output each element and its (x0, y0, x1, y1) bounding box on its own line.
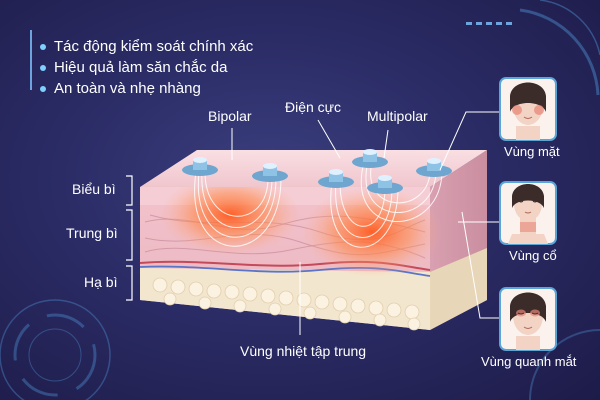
area-label-eyes: Vùng quanh mắt (481, 354, 577, 369)
electrode-multipolar-4 (416, 158, 452, 177)
electrode-multipolar-1 (318, 169, 354, 188)
electrode-multipolar-3 (367, 175, 403, 194)
layer-label-epidermis: Biểu bì (72, 181, 116, 197)
benefit-list: Tác động kiểm soát chính xác Hiệu quả là… (40, 36, 253, 99)
electrodes (182, 149, 452, 194)
benefit-item: Hiệu quả làm săn chắc da (40, 57, 253, 78)
electrode-multipolar-2 (352, 149, 388, 168)
benefit-item: An toàn và nhẹ nhàng (40, 78, 253, 99)
heat-zone-label: Vùng nhiệt tập trung (240, 343, 367, 359)
electrode-bipolar-2 (252, 163, 288, 182)
skin-block-top-face (140, 150, 487, 187)
area-label-neck: Vùng cổ (509, 248, 557, 263)
benefit-item: Tác động kiểm soát chính xác (40, 36, 253, 57)
face-thumbnail-eyes (499, 287, 557, 351)
face-thumbnail-cheeks (499, 77, 557, 141)
face-thumbnail-neck (499, 181, 557, 245)
decorative-ring-top-right (519, 0, 600, 96)
layer-label-hypodermis: Hạ bì (84, 274, 118, 290)
leader-lines (231, 111, 500, 335)
multipolar-label: Multipolar (367, 108, 428, 124)
layer-label-dermis: Trung bì (66, 225, 118, 241)
rf-field-lines (194, 161, 443, 248)
area-label-face: Vùng mặt (504, 144, 560, 159)
bipolar-label: Bipolar (208, 108, 252, 124)
hud-dots (30, 22, 512, 90)
electrode-label: Điện cực (285, 99, 342, 115)
heat-zone-multipolar (302, 187, 442, 277)
decorative-ring-bottom-left (0, 299, 111, 400)
layer-brackets (126, 175, 133, 301)
skin-block-fat-right-side (430, 248, 487, 330)
electrode-bipolar-1 (182, 157, 218, 176)
